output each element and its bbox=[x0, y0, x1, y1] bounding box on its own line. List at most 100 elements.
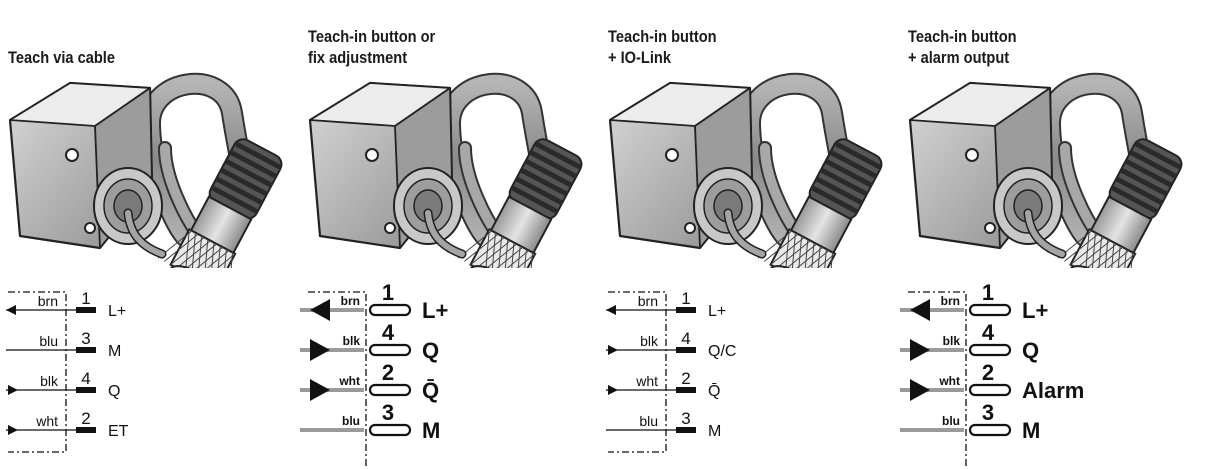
wire-color-label: blk bbox=[40, 373, 59, 389]
pin-number: 2 bbox=[81, 409, 90, 428]
signal-label: M bbox=[1022, 418, 1040, 443]
pin-contact bbox=[968, 383, 1012, 397]
mounting-hole bbox=[665, 148, 679, 162]
wire-color-label: wht bbox=[635, 373, 658, 389]
input-arrow bbox=[910, 299, 930, 321]
connector-plug bbox=[457, 138, 583, 268]
input-arrow bbox=[606, 305, 616, 315]
wire-color-label: brn bbox=[38, 293, 58, 309]
wire-color-label: blk bbox=[640, 333, 659, 349]
mounting-hole bbox=[684, 222, 696, 234]
pin-contact bbox=[676, 387, 696, 393]
connector-plug bbox=[1057, 138, 1183, 268]
housing-boundary bbox=[908, 291, 967, 469]
pin-number: 2 bbox=[681, 369, 690, 388]
title-line: + alarm output bbox=[908, 48, 1010, 67]
wire-color-label: brn bbox=[341, 294, 360, 308]
wire-color-label: blu bbox=[639, 413, 658, 429]
output-arrow bbox=[910, 339, 930, 361]
signal-label: Q/C bbox=[708, 343, 736, 360]
mounting-hole bbox=[965, 148, 979, 162]
title-line: Teach-in button bbox=[608, 27, 717, 46]
pin-number: 1 bbox=[681, 289, 690, 308]
pin-number: 4 bbox=[81, 369, 90, 388]
housing-boundary bbox=[308, 291, 367, 469]
sensor-device-illustration bbox=[908, 72, 1183, 268]
wire-color-label: blu bbox=[342, 414, 360, 428]
output-arrow bbox=[310, 379, 330, 401]
wire-color-label: blk bbox=[943, 334, 961, 348]
sensor-device-illustration bbox=[608, 72, 883, 268]
connector-plug bbox=[157, 138, 283, 268]
sensor-device-illustration bbox=[8, 72, 283, 268]
title-line: Teach-in button bbox=[908, 27, 1017, 46]
output-arrow bbox=[608, 385, 618, 395]
housing-boundary bbox=[8, 291, 67, 453]
wire-color-label: wht bbox=[938, 374, 960, 388]
pin-contact bbox=[368, 383, 412, 397]
input-arrow bbox=[310, 299, 330, 321]
pin-number: 2 bbox=[382, 360, 394, 385]
signal-label: L+ bbox=[108, 303, 126, 320]
wire-row-blk: blk 4Q bbox=[6, 369, 120, 400]
wire-color-label: brn bbox=[638, 293, 658, 309]
signal-label: Q̄ bbox=[708, 383, 720, 400]
output-arrow bbox=[8, 425, 18, 435]
signal-label: L+ bbox=[1022, 298, 1048, 323]
signal-label: Q bbox=[1022, 338, 1039, 363]
title-line: Teach via cable bbox=[8, 48, 116, 67]
cable bbox=[440, 74, 549, 245]
housing-boundary bbox=[608, 291, 667, 453]
wire-row-blk: blk 4Q/C bbox=[606, 329, 736, 360]
panel-title: Teach-in button + alarm output bbox=[908, 8, 1157, 68]
cable bbox=[140, 74, 249, 245]
signal-label: L+ bbox=[708, 303, 726, 320]
title-line: Teach-in button or bbox=[308, 27, 436, 46]
cable bbox=[1040, 74, 1149, 245]
signal-label: ET bbox=[108, 423, 129, 440]
pin-number: 4 bbox=[681, 329, 690, 348]
pin-contact bbox=[76, 387, 96, 393]
pin-number: 3 bbox=[81, 329, 90, 348]
signal-label: Alarm bbox=[1022, 378, 1084, 403]
signal-label: M bbox=[422, 418, 440, 443]
mounting-hole bbox=[384, 222, 396, 234]
pin-contact bbox=[676, 347, 696, 353]
wire-color-label: blk bbox=[343, 334, 361, 348]
pin-number: 1 bbox=[382, 280, 394, 305]
pin-contact bbox=[76, 347, 96, 353]
wire-row-wht: wht 2Q̄ bbox=[606, 369, 720, 400]
pin-contact bbox=[968, 303, 1012, 317]
signal-label: M bbox=[708, 423, 721, 440]
wire-color-label: brn bbox=[941, 294, 960, 308]
pin-contact bbox=[368, 343, 412, 357]
pin-contact bbox=[368, 423, 412, 437]
pin-contact bbox=[676, 427, 696, 433]
wire-color-label: wht bbox=[338, 374, 360, 388]
mounting-hole bbox=[65, 148, 79, 162]
signal-label: Q bbox=[108, 383, 120, 400]
signal-label: L+ bbox=[422, 298, 448, 323]
mounting-hole bbox=[84, 222, 96, 234]
pin-number: 2 bbox=[982, 360, 994, 385]
output-arrow bbox=[608, 345, 618, 355]
panel-title: Teach-in button + IO-Link bbox=[608, 8, 857, 68]
signal-label: Q bbox=[422, 338, 439, 363]
panel-title: Teach via cable bbox=[8, 8, 257, 68]
wire-row-brn: brn 1L+ bbox=[606, 289, 726, 320]
